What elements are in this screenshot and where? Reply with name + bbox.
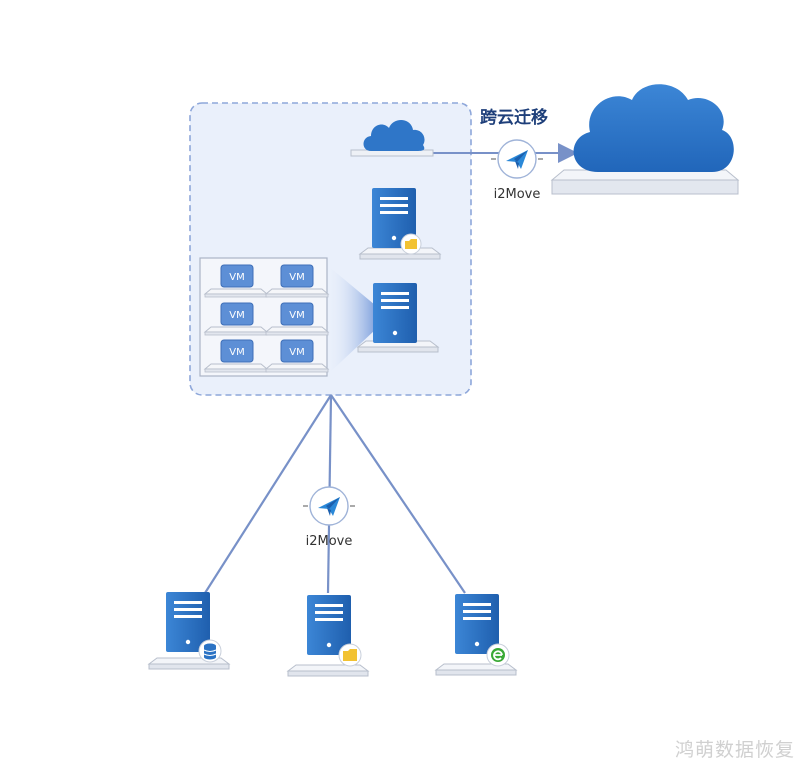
vm-label: VM [229,272,244,283]
browser-e-icon [486,643,510,667]
vm-label: VM [289,272,304,283]
i2move-bottom [303,486,355,526]
web-server [435,594,517,676]
migration-label: 跨云迁移 [480,107,548,128]
database-icon [198,639,222,663]
i2move-top-label: i2Move [494,187,541,202]
folder-icon [338,643,362,667]
vm-label: VM [229,310,244,321]
vm-label: VM [229,347,244,358]
i2move-bottom-label: i2Move [306,534,353,549]
file-server [287,595,369,677]
virtualization-beam [327,265,375,375]
folder-icon [400,233,422,255]
database-server [148,592,230,670]
vm-label: VM [289,347,304,358]
i2move-top [491,139,543,179]
watermark: 鸿萌数据恢复 [674,739,795,761]
target-cloud [550,84,740,195]
vm-grid: VM VM VM VM VM VM [220,264,314,363]
file-server-zone [359,188,441,260]
source-cloud [350,119,434,157]
vm-label: VM [289,310,304,321]
